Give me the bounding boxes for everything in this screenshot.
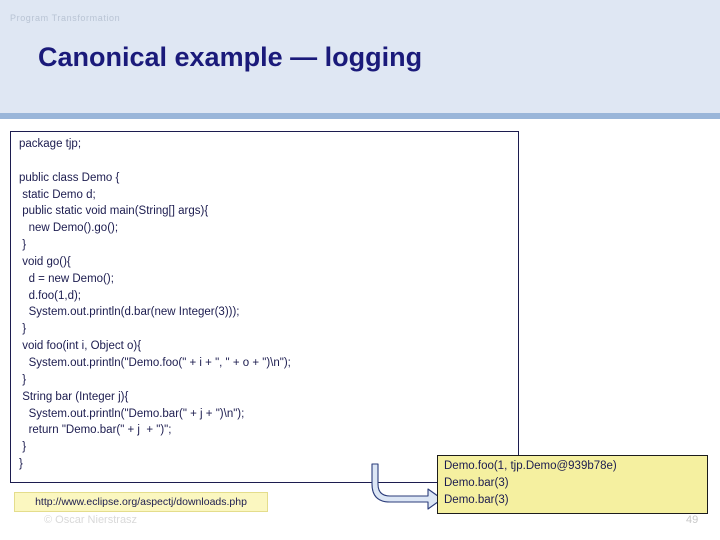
code-line: void go(){ (19, 255, 71, 268)
page-number: 49 (686, 514, 699, 526)
flow-arrow-icon (370, 462, 446, 514)
code-line: public static void main(String[] args){ (19, 205, 209, 218)
source-url-link[interactable]: http://www.eclipse.org/aspectj/downloads… (14, 492, 268, 512)
slide-header (0, 0, 720, 113)
code-line: } (19, 441, 27, 454)
code-line: System.out.println("Demo.bar(" + j + ")\… (19, 407, 245, 420)
console-output-lines: Demo.foo(1, tjp.Demo@939b78e) Demo.bar(3)… (444, 458, 706, 509)
code-line: package tjp; (19, 138, 82, 150)
code-line: d.foo(1,d); (19, 289, 82, 302)
code-listing: package tjp; public class Demo { static … (19, 136, 514, 473)
code-line: new Demo().go(); (19, 222, 119, 235)
header-accent-band (0, 113, 720, 119)
code-line: String bar (Integer j){ (19, 390, 129, 403)
code-line: } (19, 239, 27, 252)
code-line: public class Demo { (19, 171, 120, 184)
code-line: return "Demo.bar(" + j + ")"; (19, 424, 172, 437)
code-line: void foo(int i, Object o){ (19, 340, 142, 353)
code-line (19, 153, 514, 170)
copyright-notice: © Oscar Nierstrasz (44, 514, 138, 526)
console-output-line: Demo.bar(3) (444, 494, 509, 506)
code-panel (10, 131, 519, 483)
code-line: System.out.println(d.bar(new Integer(3))… (19, 306, 240, 319)
slide-title: Canonical example — logging (38, 42, 423, 72)
code-line: static Demo d; (19, 188, 96, 201)
code-line: } (19, 323, 27, 336)
console-output-panel (437, 455, 708, 514)
code-line: d = new Demo(); (19, 272, 114, 285)
code-line: System.out.println("Demo.foo(" + i + ", … (19, 356, 291, 369)
console-output-line: Demo.bar(3) (444, 477, 509, 489)
code-line: } (19, 373, 27, 386)
console-output-line: Demo.foo(1, tjp.Demo@939b78e) (444, 460, 617, 472)
code-line: } (19, 458, 23, 471)
deck-kicker-label: Program Transformation (10, 13, 121, 23)
